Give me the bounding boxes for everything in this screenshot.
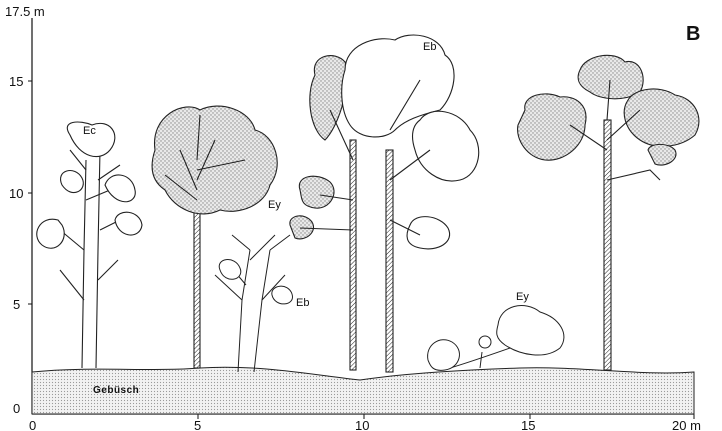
tree-label: Eb (423, 41, 436, 53)
x-tick-label: 20 m (672, 418, 701, 431)
x-axis: 0 5 10 15 20 m (29, 414, 701, 431)
tree-label: Ey (516, 291, 529, 303)
y-tick-label: 15 (9, 74, 23, 89)
x-tick-label: 0 (29, 418, 36, 431)
tree-ec: Ec (37, 122, 142, 368)
x-tick-label: 5 (194, 418, 201, 431)
y-axis: 17.5 m 15 10 5 0 (5, 4, 45, 416)
x-tick-label: 10 (355, 418, 369, 431)
x-tick-label: 15 (521, 418, 535, 431)
tree-label: Ec (83, 125, 96, 137)
panel-label: B (686, 23, 700, 45)
tree-label: Eb (296, 297, 309, 309)
shrub-layer-label: Gebüsch (93, 385, 139, 396)
tree-ey-low: Ey (428, 291, 564, 370)
y-axis-top-label: 17.5 m (5, 4, 45, 19)
y-tick-label: 5 (13, 297, 20, 312)
y-tick-label: 0 (13, 401, 20, 416)
tree-label: Ey (268, 199, 281, 211)
y-tick-label: 10 (9, 186, 23, 201)
tree-eb-tall: Eb (290, 35, 479, 372)
